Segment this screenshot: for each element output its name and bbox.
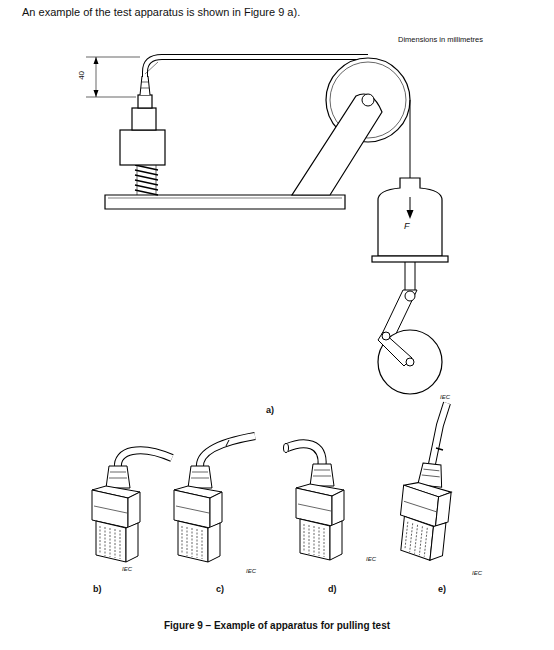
iec-mark: IEC: [366, 556, 376, 563]
figure-caption: Figure 9 – Example of apparatus for pull…: [164, 620, 390, 631]
iec-mark: IEC: [472, 570, 482, 577]
subfigure-label: c): [216, 585, 224, 595]
subfigure-label: e): [438, 585, 446, 595]
iec-mark: IEC: [440, 394, 450, 401]
subfigure-label: a): [266, 406, 274, 416]
iec-mark: IEC: [246, 568, 256, 575]
subfigure-label: d): [328, 585, 337, 595]
iec-mark: IEC: [122, 566, 132, 573]
dimension-note: Dimensions in millimetres: [398, 36, 483, 44]
subfigure-label: b): [93, 585, 102, 595]
force-label: F: [404, 222, 410, 232]
dimension-value: 40: [78, 71, 87, 80]
intro-sentence: An example of the test apparatus is show…: [22, 6, 300, 18]
